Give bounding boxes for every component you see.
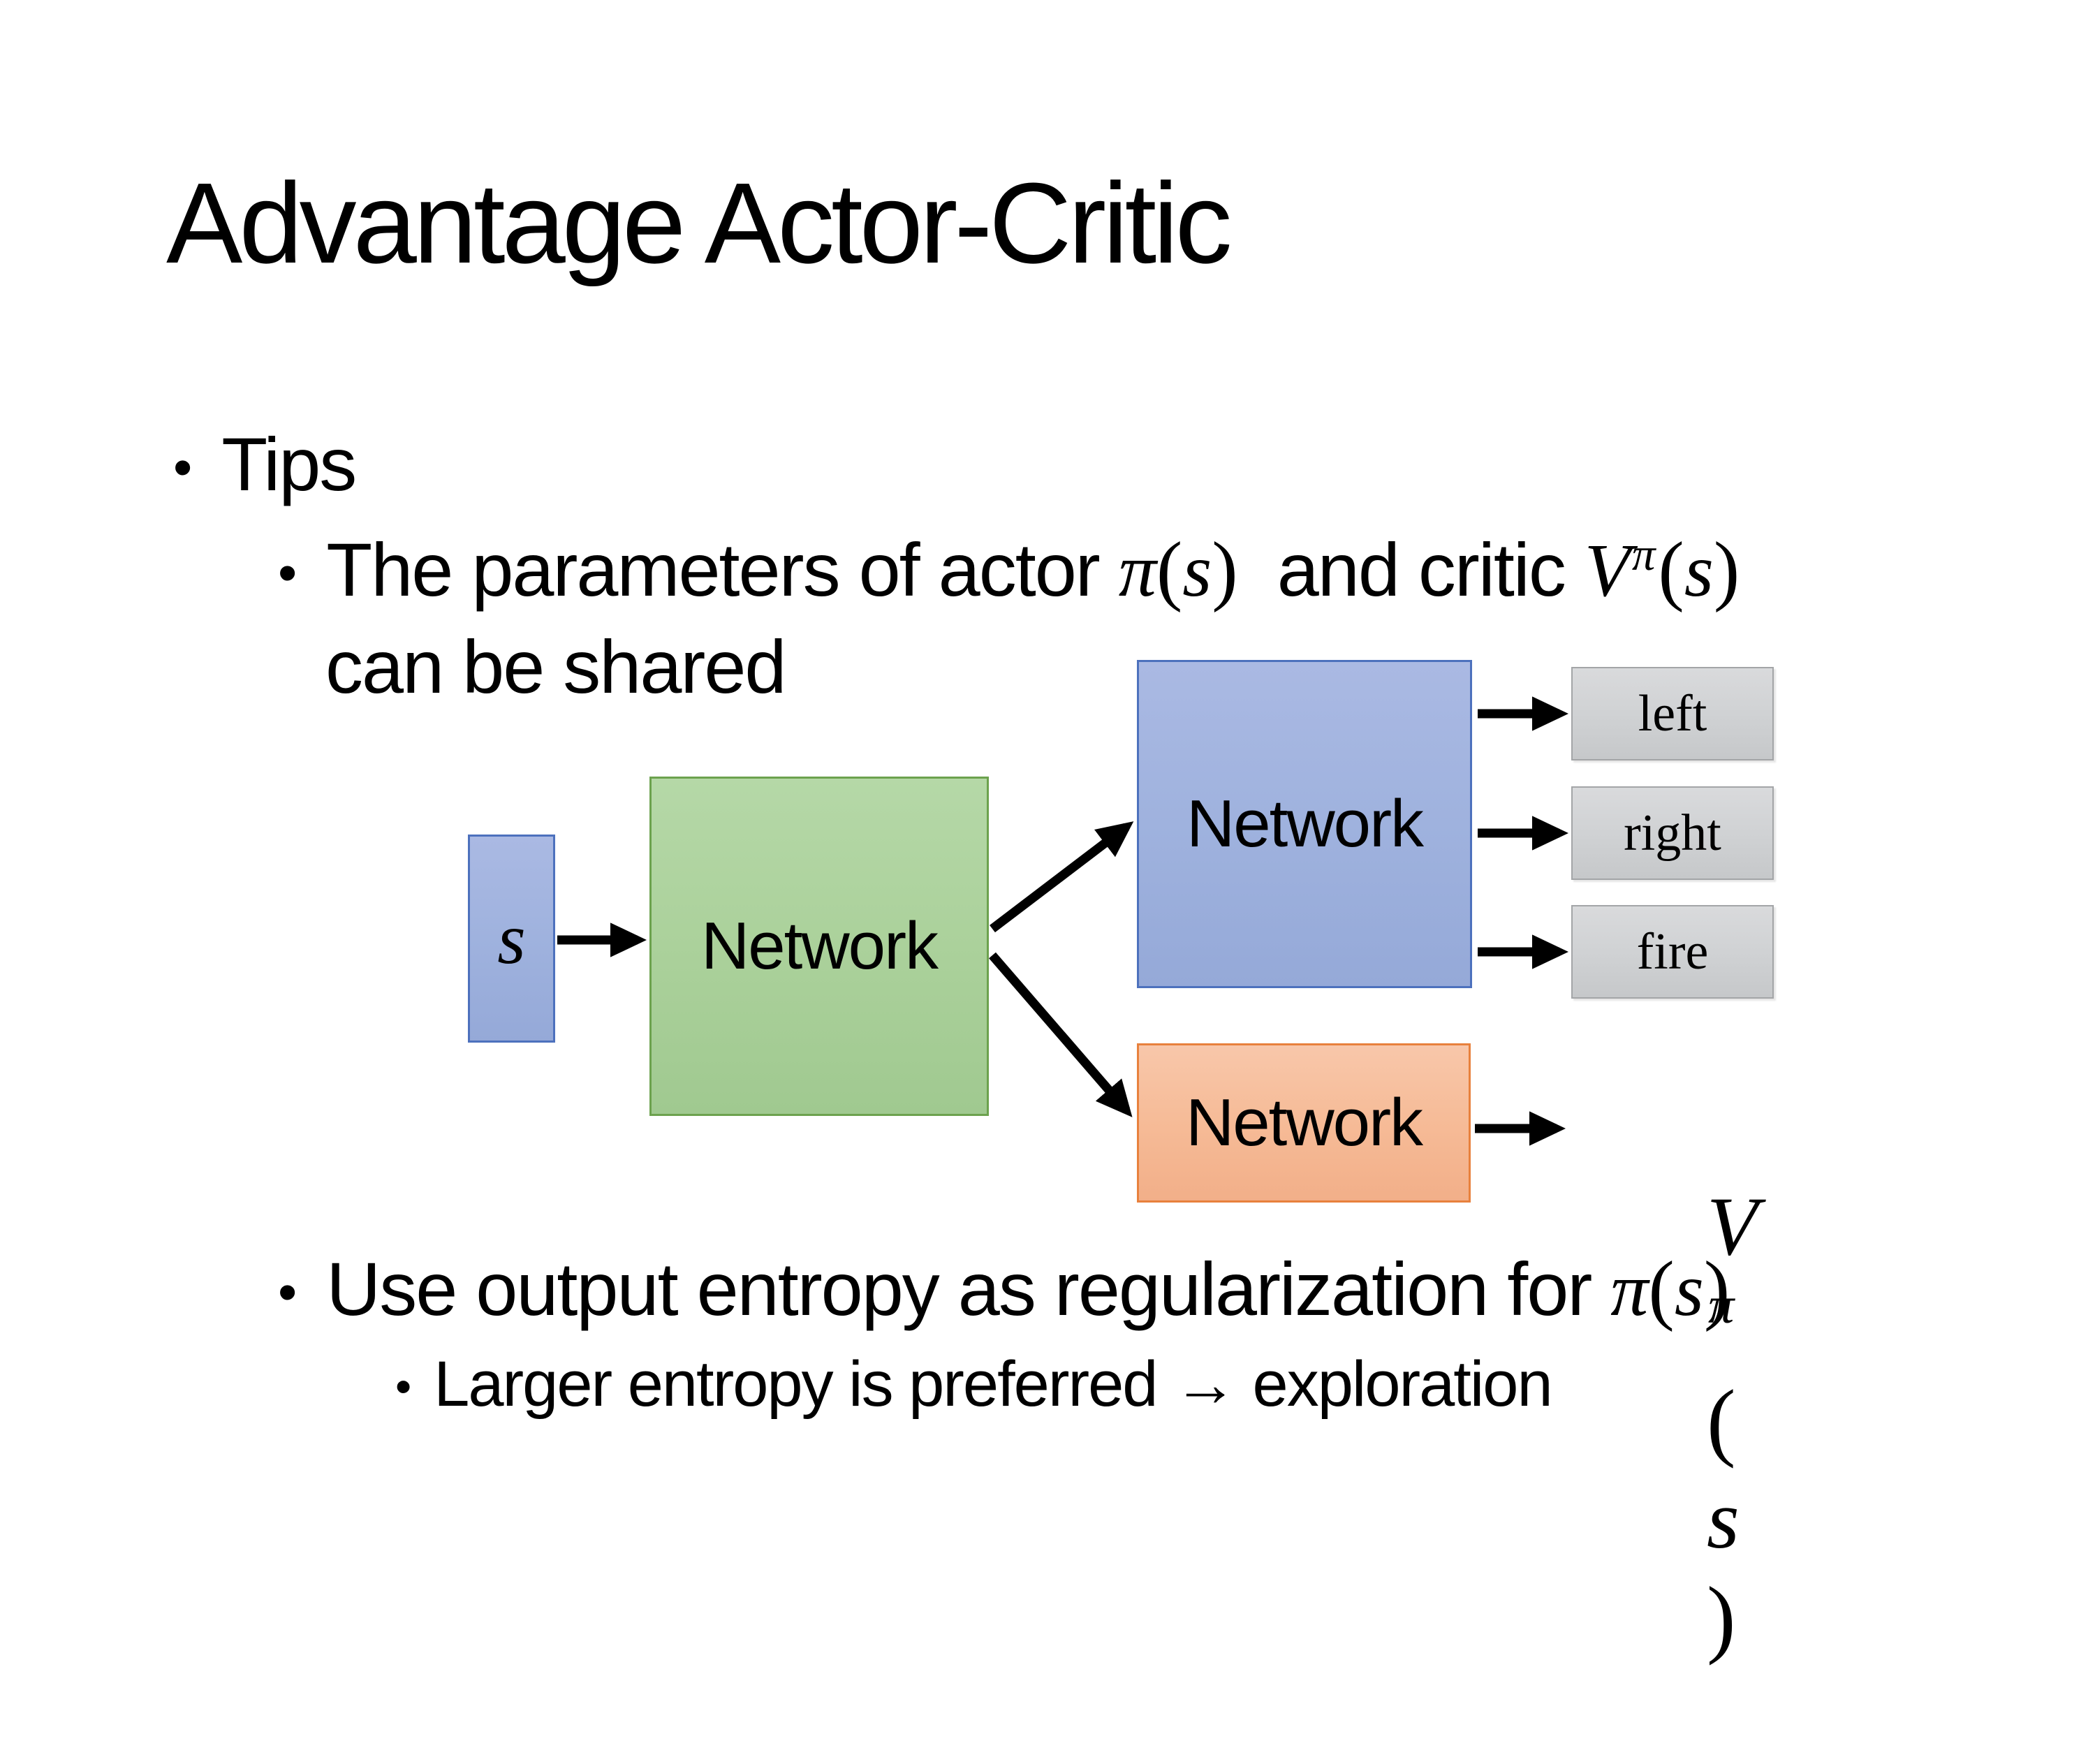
parameters-text-2: and critic bbox=[1237, 527, 1585, 612]
bullet-parameters-row: • The parameters of actor π ( s ) and cr… bbox=[278, 525, 1740, 615]
math-s: s bbox=[1707, 1473, 1740, 1566]
math-s: s bbox=[1674, 1249, 1704, 1332]
math-V: V bbox=[1707, 1179, 1758, 1272]
action-left-box: left bbox=[1571, 667, 1774, 760]
action-fire-box: fire bbox=[1571, 905, 1774, 999]
arrow-shared-to-actor bbox=[990, 821, 1134, 933]
actor-network-box: Network bbox=[1137, 660, 1472, 988]
exploration-text: Larger entropy is preferred → exploratio… bbox=[434, 1348, 1552, 1420]
input-state-box: s bbox=[468, 835, 555, 1043]
math-lparen: ( bbox=[1648, 1246, 1675, 1332]
bullet-icon: • bbox=[278, 1262, 297, 1323]
action-right-label: right bbox=[1624, 804, 1721, 862]
parameters-text-3: can be shared bbox=[325, 624, 786, 709]
math-rparen: ) bbox=[1703, 1246, 1730, 1332]
shared-network-box: Network bbox=[649, 777, 989, 1116]
critic-network-box: Network bbox=[1137, 1043, 1471, 1203]
slide-canvas: Advantage Actor-Critic • Tips • The para… bbox=[166, 159, 1774, 1666]
math-s: s bbox=[1182, 529, 1212, 612]
action-right-box: right bbox=[1571, 786, 1774, 880]
math-pi: π bbox=[1118, 529, 1156, 612]
math-s: s bbox=[1684, 529, 1714, 612]
bullet-icon: • bbox=[173, 437, 192, 498]
math-pi-superscript: π bbox=[1631, 529, 1656, 581]
math-rparen: ) bbox=[1707, 1569, 1736, 1666]
bullet-icon: • bbox=[395, 1360, 411, 1413]
bullet-icon: • bbox=[278, 543, 297, 603]
math-lparen: ( bbox=[1707, 1372, 1736, 1469]
math-pi-superscript: π bbox=[1708, 1277, 1735, 1335]
bullet-exploration-row: • Larger entropy is preferred → explorat… bbox=[395, 1348, 1553, 1421]
arrow-shared-to-critic bbox=[989, 952, 1133, 1117]
bullet-tips-row: • Tips bbox=[173, 420, 357, 508]
input-state-label: s bbox=[497, 898, 526, 979]
math-pi: π bbox=[1610, 1249, 1649, 1332]
shared-network-label: Network bbox=[700, 909, 939, 983]
action-fire-label: fire bbox=[1636, 923, 1709, 980]
page-title: Advantage Actor-Critic bbox=[166, 159, 1233, 287]
tips-label: Tips bbox=[221, 422, 357, 506]
math-rparen: ) bbox=[1212, 527, 1238, 613]
action-left-label: left bbox=[1638, 684, 1707, 742]
value-output-label: V π ( s ) bbox=[1567, 1081, 1758, 1764]
math-lparen: ( bbox=[1156, 527, 1183, 613]
actor-network-label: Network bbox=[1186, 786, 1424, 861]
entropy-text: Use output entropy as regularization for bbox=[326, 1247, 1611, 1331]
parameters-text-1: The parameters of actor bbox=[326, 527, 1119, 612]
math-rparen: ) bbox=[1713, 527, 1740, 613]
critic-network-label: Network bbox=[1185, 1085, 1423, 1160]
bullet-entropy-row: • Use output entropy as regularization f… bbox=[278, 1244, 1730, 1335]
math-lparen: ( bbox=[1658, 527, 1684, 613]
bullet-parameters-row-line2: can be shared bbox=[325, 623, 786, 710]
math-V: V bbox=[1584, 529, 1631, 612]
